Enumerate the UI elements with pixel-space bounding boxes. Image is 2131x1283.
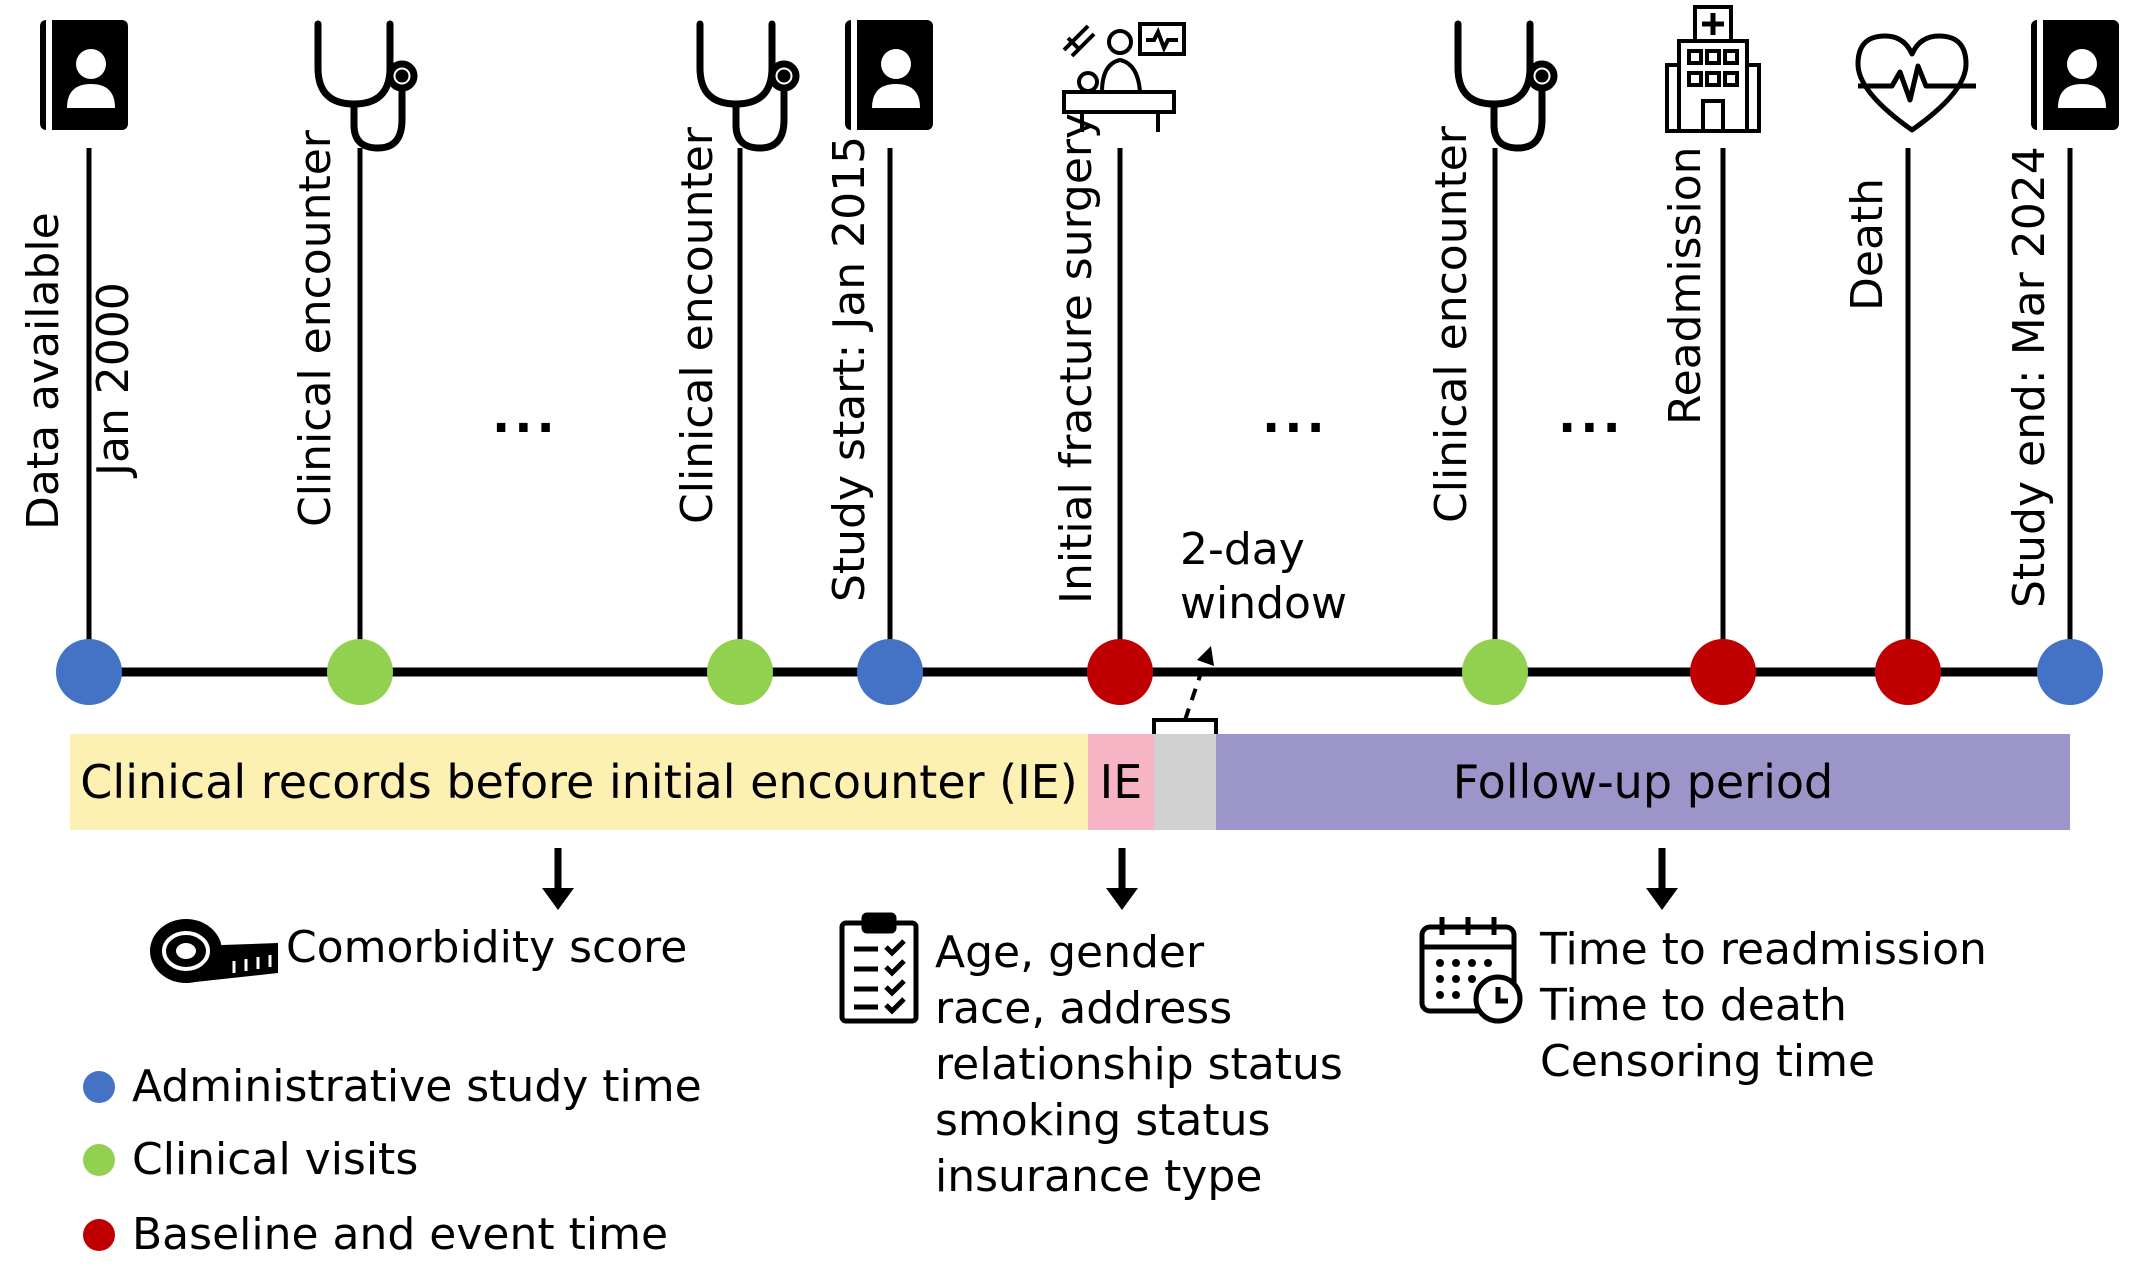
baseline-item: Age, gender (935, 927, 1205, 978)
ellipsis: ... (1262, 388, 1329, 444)
dot-death (1875, 639, 1941, 705)
baseline-item: insurance type (935, 1151, 1263, 1202)
ellipsis: ... (1558, 388, 1625, 444)
window-label-line2: window (1180, 578, 1347, 629)
dot-readmission (1690, 639, 1756, 705)
dot-initial-fracture-surgery (1087, 639, 1153, 705)
ie-bar (1088, 734, 1154, 830)
label-death: Death (1842, 177, 1893, 311)
outcome-item: Time to readmission (1540, 924, 1987, 975)
window-label-line1: 2-day (1180, 524, 1305, 575)
legend-label-event: Baseline and event time (132, 1209, 669, 1260)
clipboard-icon (839, 912, 919, 1024)
legend-dot-admin (83, 1071, 115, 1103)
down-arrow (542, 848, 574, 910)
window-pointer-line (1183, 663, 1206, 721)
stethoscope-icon (314, 20, 418, 152)
window-pointer-head (1197, 646, 1214, 666)
tape-measure-icon (150, 919, 278, 983)
down-arrow (1646, 848, 1678, 910)
legend-label-admin: Administrative study time (132, 1061, 702, 1112)
id-card-icon (2031, 20, 2119, 130)
comorbidity-score: Comorbidity score (286, 922, 688, 973)
legend-label-clinical: Clinical visits (132, 1134, 419, 1185)
label-readmission: Readmission (1660, 146, 1711, 425)
baseline-item: race, address (935, 983, 1233, 1034)
stethoscope-icon (1454, 20, 1558, 152)
outcome-item: Censoring time (1540, 1036, 1876, 1087)
label-study-end: Study end: Mar 2024 (2004, 146, 2055, 608)
label-study-start: Study start: Jan 2015 (824, 135, 875, 602)
legend-dot-event (83, 1219, 115, 1251)
label-initial-fracture-surgery: Initial fracture surgery (1051, 112, 1102, 604)
id-card-icon (845, 20, 933, 130)
window-bracket (1152, 718, 1218, 734)
followup-label: Follow-up period (1452, 755, 1834, 809)
event-dots (56, 639, 2103, 705)
ie-label: IE (1099, 755, 1143, 809)
label-data-available-date: Jan 2000 (88, 282, 139, 476)
window-bar (1154, 734, 1216, 830)
outcome-item: Time to death (1540, 980, 1847, 1031)
surgery-icon (1062, 22, 1186, 132)
ellipsis: ... (492, 388, 559, 444)
baseline-item: relationship status (935, 1039, 1343, 1090)
label-clinical-encounter-3: Clinical encounter (1426, 126, 1477, 523)
dot-study-start (857, 639, 923, 705)
label-data-available: Data available (18, 212, 69, 530)
dot-clinical-encounter-2 (707, 639, 773, 705)
label-clinical-encounter-2: Clinical encounter (672, 127, 723, 524)
pre-period-bar (70, 734, 1088, 830)
legend-dot-clinical (83, 1144, 115, 1176)
down-arrow (1106, 848, 1138, 910)
hospital-icon (1665, 5, 1761, 133)
calendar-clock-icon (1419, 917, 1523, 1024)
baseline-item: smoking status (935, 1095, 1271, 1146)
dot-clinical-encounter-3 (1462, 639, 1528, 705)
label-clinical-encounter-1: Clinical encounter (290, 130, 341, 527)
dot-data-available (56, 639, 122, 705)
pre-period-label: Clinical records before initial encounte… (80, 755, 1078, 809)
stethoscope-icon (696, 20, 800, 152)
heart-pulse-icon (1855, 33, 1976, 133)
followup-bar (1216, 734, 2070, 830)
dot-study-end (2037, 639, 2103, 705)
event-stems (86, 148, 2073, 650)
dot-clinical-encounter-1 (327, 639, 393, 705)
id-card-icon (40, 20, 128, 130)
